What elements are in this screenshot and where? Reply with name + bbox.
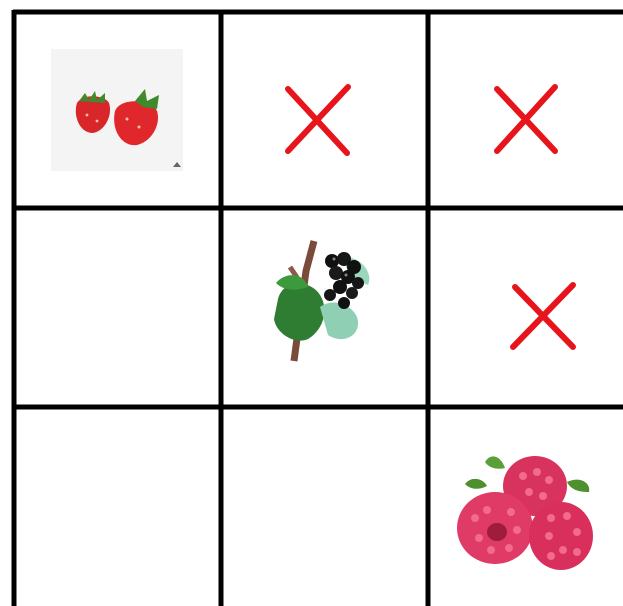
cross-mark-icon: [431, 211, 623, 404]
cell-r3-c1[interactable]: [17, 410, 218, 606]
blackcurrant-icon: [224, 211, 425, 404]
raspberry-icon: [431, 410, 623, 606]
cell-r1-c2[interactable]: [224, 15, 425, 205]
cross-mark-icon: [431, 15, 623, 205]
cell-r2-c1[interactable]: [17, 211, 218, 404]
cell-r3-c2[interactable]: [224, 410, 425, 606]
strawberry-icon: [17, 15, 218, 205]
cell-r1-c1[interactable]: [17, 15, 218, 205]
cell-r3-c3[interactable]: [431, 410, 623, 606]
cross-mark-icon: [224, 15, 425, 205]
cell-r2-c2[interactable]: [224, 211, 425, 404]
cell-r1-c3[interactable]: [431, 15, 623, 205]
cell-r2-c3[interactable]: [431, 211, 623, 404]
